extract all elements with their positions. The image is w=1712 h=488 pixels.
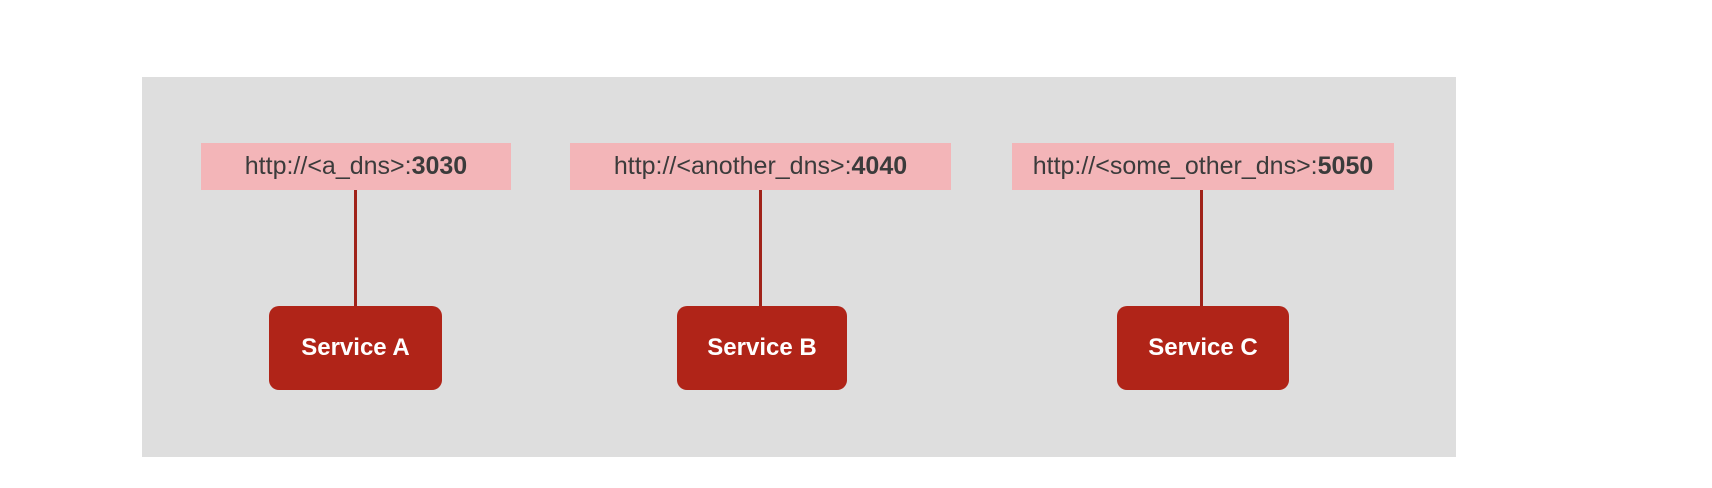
- service-node-label: Service A: [301, 334, 410, 361]
- url-text: http://<another_dns>:: [613, 152, 852, 180]
- url-port: 4040: [851, 152, 908, 180]
- service-node-a: Service A: [269, 306, 442, 390]
- url-label-service-a: http://<a_dns>:3030: [201, 143, 511, 190]
- url-label-service-c: http://<some_other_dns>:5050: [1012, 143, 1394, 190]
- url-text: http://<a_dns>:: [244, 152, 412, 180]
- url-port: 5050: [1317, 152, 1374, 180]
- service-node-b: Service B: [677, 306, 847, 390]
- url-text: http://<some_other_dns>:: [1032, 152, 1318, 180]
- connector-line-c: [1200, 190, 1203, 306]
- service-node-label: Service B: [707, 334, 817, 361]
- service-node-label: Service C: [1148, 334, 1258, 361]
- connector-line-a: [354, 190, 357, 306]
- diagram-background-panel: [142, 77, 1456, 457]
- url-label-service-b: http://<another_dns>:4040: [570, 143, 951, 190]
- url-port: 3030: [411, 152, 468, 180]
- connector-line-b: [759, 190, 762, 306]
- service-node-c: Service C: [1117, 306, 1289, 390]
